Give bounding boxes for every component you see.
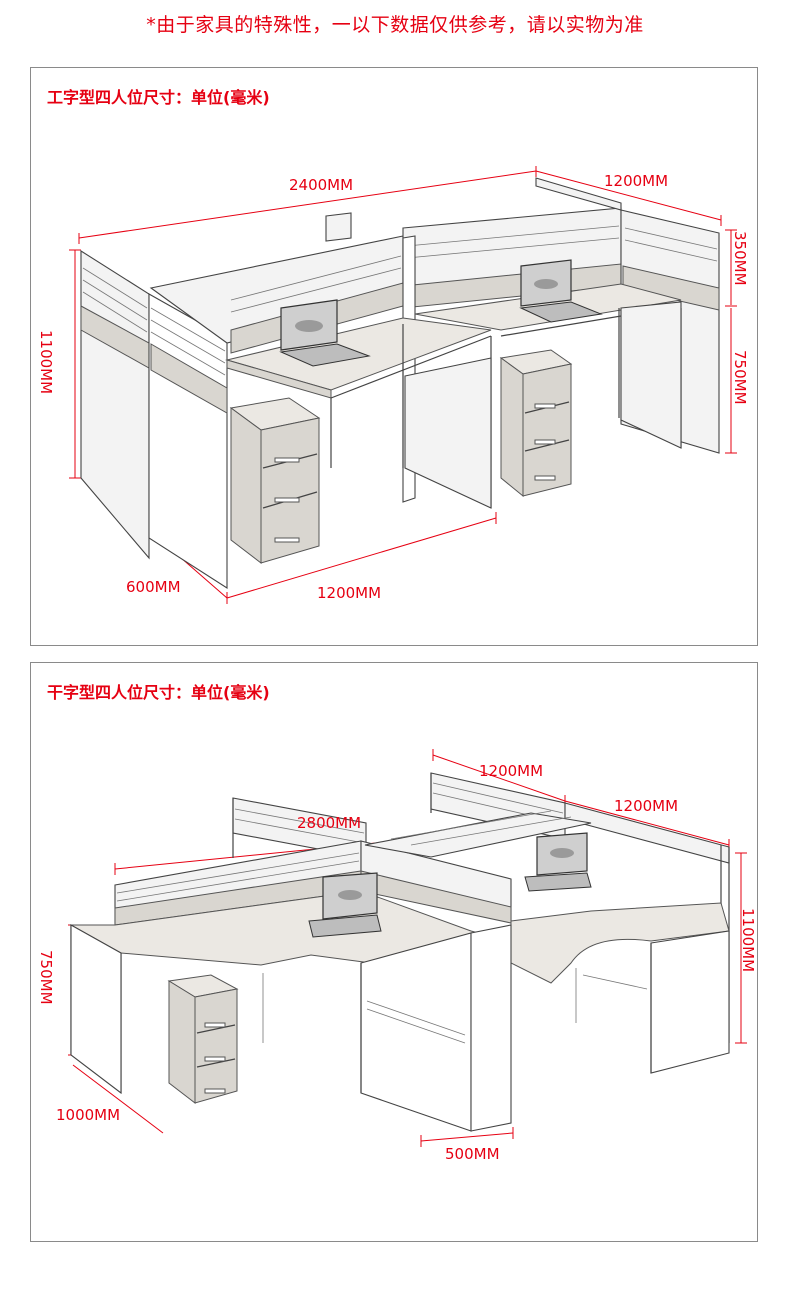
disclaimer-notice: *由于家具的特殊性，一以下数据仅供参考，请以实物为准 [146, 14, 644, 36]
dim-unit-width: 1200MM [604, 172, 668, 190]
dim-top-width: 1200MM [479, 762, 543, 780]
dim-total-width: 2400MM [289, 176, 353, 194]
dim-screen-height: 350MM [731, 231, 749, 286]
dim-desk-width: 1200MM [317, 584, 381, 602]
i-shaped-desk-drawing: 2400MM 1200MM 350MM 750MM 1100MM 600MM 1… [37, 166, 749, 604]
drawer-pedestal [167, 974, 239, 1105]
dim-total-height: 1100MM [37, 330, 55, 394]
drawer-pedestals [229, 349, 573, 565]
panel-title: 工字型四人位尺寸：单位(毫米) [47, 88, 270, 107]
desktops [69, 890, 730, 1132]
dim-desk-height: 750MM [731, 350, 749, 405]
left-end-panel [80, 250, 150, 560]
dim-total-width: 2800MM [297, 814, 361, 832]
dim-total-height: 1100MM [739, 908, 757, 972]
laptop-icon [308, 832, 592, 938]
dim-leg-width: 500MM [445, 1145, 500, 1163]
dim-depth: 1000MM [56, 1106, 120, 1124]
front-divider-panel [148, 293, 228, 590]
laptop-icon [279, 259, 603, 367]
t-shaped-desk-drawing: 1200MM 1200MM 2800MM 750MM 1100MM 1000MM… [37, 749, 757, 1163]
dim-depth: 600MM [126, 578, 181, 596]
panel-title: 干字型四人位尺寸：单位(毫米) [47, 683, 270, 702]
panel-i-shaped-desk: 工字型四人位尺寸：单位(毫米) [30, 67, 758, 646]
panel-t-shaped-desk: 干字型四人位尺寸：单位(毫米) [30, 662, 758, 1242]
dimension-lines [69, 166, 737, 604]
dim-top-right-width: 1200MM [614, 797, 678, 815]
front-screen [114, 810, 592, 926]
dim-desk-height: 750MM [37, 950, 55, 1005]
